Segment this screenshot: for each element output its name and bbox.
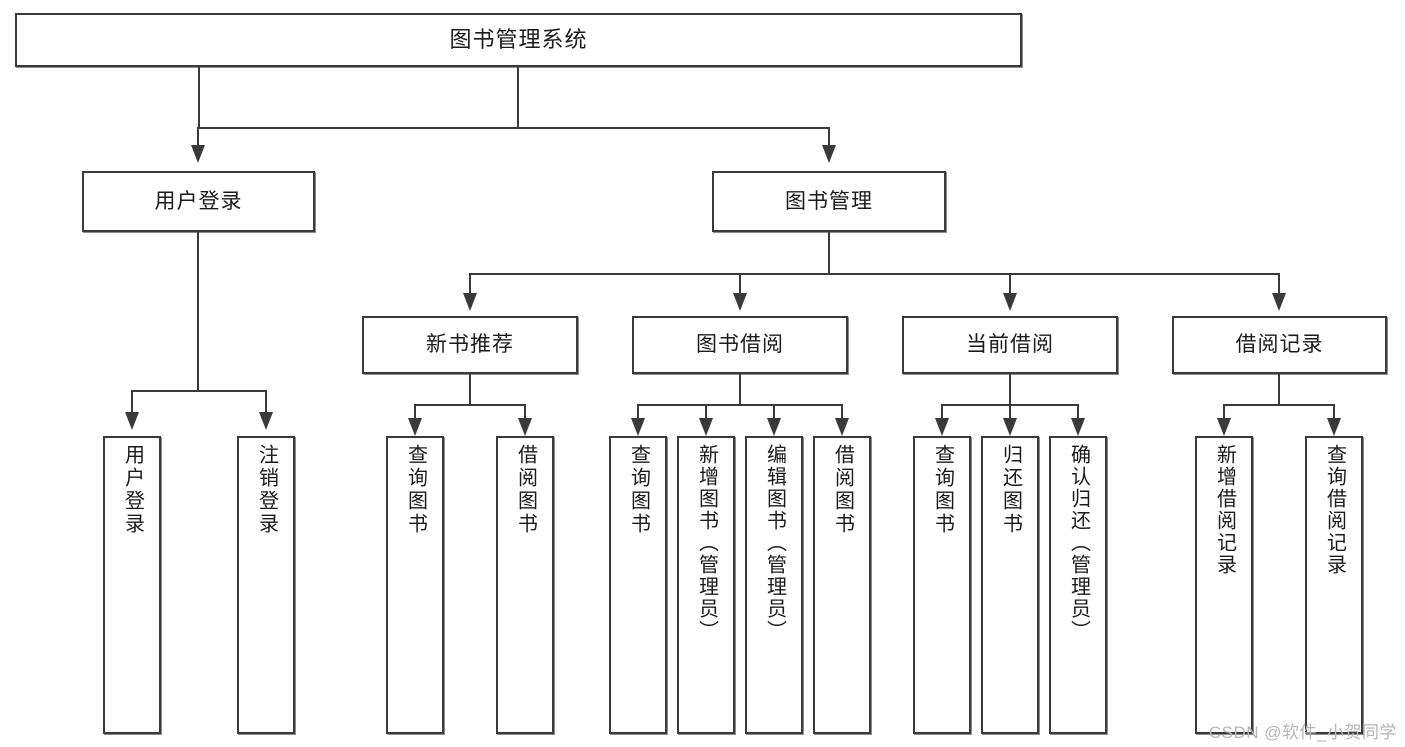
leaf-confirm-return-admin[interactable]: 确认归还（管理员） [1049,436,1107,734]
connector-root-bar [198,127,830,129]
arrow-to-leaf-borrow-book-1 [518,418,532,436]
arrow-to-leaf-add-book [699,418,713,436]
connector-root-drop-2 [828,127,830,145]
arrow-root-to-user-login [191,145,205,163]
leaf-query-book-current[interactable]: 查询图书 [913,436,971,734]
node-label: 新增图书（管理员） [695,444,718,642]
node-label: 新书推荐 [426,333,514,357]
connector-borrow-drop-2 [705,404,707,418]
arrow-to-leaf-query-record [1327,418,1341,436]
connector-borrow-stem [739,374,741,406]
arrow-to-borrow-record [1272,293,1286,311]
node-book-management[interactable]: 图书管理 [712,171,946,232]
node-label: 当前借阅 [966,333,1054,357]
arrow-to-new-book-recommend [463,293,477,311]
connector-borrow-drop-1 [637,404,639,418]
node-label: 查询借阅记录 [1323,444,1346,576]
connector-book-manage-stem [828,232,830,275]
leaf-add-borrow-record[interactable]: 新增借阅记录 [1195,436,1253,734]
arrow-to-leaf-query-book-3 [935,418,949,436]
connector-record-stem [1278,374,1280,406]
connector-current-drop-3 [1077,404,1079,418]
leaf-return-book[interactable]: 归还图书 [981,436,1039,734]
connector-current-drop-2 [1009,404,1011,418]
node-label: 归还图书 [999,444,1022,536]
node-label: 编辑图书（管理员） [763,444,786,642]
node-label: 用户登录 [121,444,144,536]
node-user-login[interactable]: 用户登录 [82,171,315,232]
arrow-to-leaf-return-book [1003,418,1017,436]
connector-l3-drop-2 [739,273,741,293]
connector-recommend-bar [414,404,526,406]
node-root-system[interactable]: 图书管理系统 [15,13,1022,67]
csdn-watermark: CSDN @软件_小贺同学 [1208,723,1397,742]
connector-record-bar [1223,404,1335,406]
leaf-add-book-admin[interactable]: 新增图书（管理员） [677,436,735,734]
arrow-to-leaf-query-book-1 [408,418,422,436]
node-label: 图书管理 [785,189,873,213]
arrow-to-leaf-edit-book [767,418,781,436]
leaf-query-book-borrow[interactable]: 查询图书 [609,436,667,734]
connector-l3-drop-4 [1278,273,1280,293]
connector-user-login-drop-1 [131,390,133,412]
connector-user-login-bar [131,390,266,392]
connector-root-center [517,67,519,129]
connector-record-drop-2 [1333,404,1335,418]
connector-recommend-drop-2 [524,404,526,418]
connector-borrow-drop-3 [773,404,775,418]
arrow-to-book-borrow [733,293,747,311]
node-label: 查询图书 [627,444,650,536]
leaf-edit-book-admin[interactable]: 编辑图书（管理员） [745,436,803,734]
arrow-to-current-borrow [1003,293,1017,311]
connector-l3-drop-1 [469,273,471,293]
connector-root-drop-1 [197,127,199,145]
node-label: 借阅记录 [1235,333,1324,357]
arrow-to-leaf-confirm-return [1071,418,1085,436]
connector-user-login-drop-2 [265,390,267,412]
node-label: 新增借阅记录 [1213,444,1236,576]
connector-current-drop-1 [941,404,943,418]
node-label: 借阅图书 [514,444,537,536]
connector-root-stem [198,67,200,129]
connector-l3-drop-3 [1009,273,1011,293]
connector-borrow-bar [637,404,843,406]
node-label: 用户登录 [154,189,243,213]
arrow-to-leaf-add-record [1217,418,1231,436]
connector-borrow-drop-4 [841,404,843,418]
leaf-query-book-recommend[interactable]: 查询图书 [386,436,444,734]
node-book-borrow[interactable]: 图书借阅 [632,316,848,374]
arrow-to-leaf-query-book-2 [631,418,645,436]
node-label: 确认归还（管理员） [1067,444,1090,642]
arrow-root-to-book-manage [822,145,836,163]
node-borrow-record[interactable]: 借阅记录 [1172,316,1387,374]
connector-user-login-stem [197,232,199,392]
leaf-user-login[interactable]: 用户登录 [103,436,161,734]
leaf-borrow-book[interactable]: 借阅图书 [813,436,871,734]
arrow-to-leaf-user-login [125,412,139,430]
node-label: 查询图书 [404,444,427,536]
node-current-borrow[interactable]: 当前借阅 [902,316,1118,374]
connector-book-manage-bar [469,273,1280,275]
arrow-to-leaf-logout [259,412,273,430]
connector-recommend-drop-1 [414,404,416,418]
arrow-to-leaf-borrow-book-2 [835,418,849,436]
connector-recommend-stem [469,374,471,406]
node-label: 借阅图书 [831,444,854,536]
leaf-borrow-book-recommend[interactable]: 借阅图书 [496,436,554,734]
node-label: 查询图书 [931,444,954,536]
leaf-logout[interactable]: 注销登录 [237,436,295,734]
node-new-book-recommend[interactable]: 新书推荐 [362,316,578,374]
leaf-query-borrow-record[interactable]: 查询借阅记录 [1305,436,1363,734]
connector-record-drop-1 [1223,404,1225,418]
node-label: 注销登录 [255,444,278,536]
node-label: 图书借阅 [696,333,784,357]
node-label: 图书管理系统 [449,26,588,52]
connector-current-stem [1009,374,1011,406]
